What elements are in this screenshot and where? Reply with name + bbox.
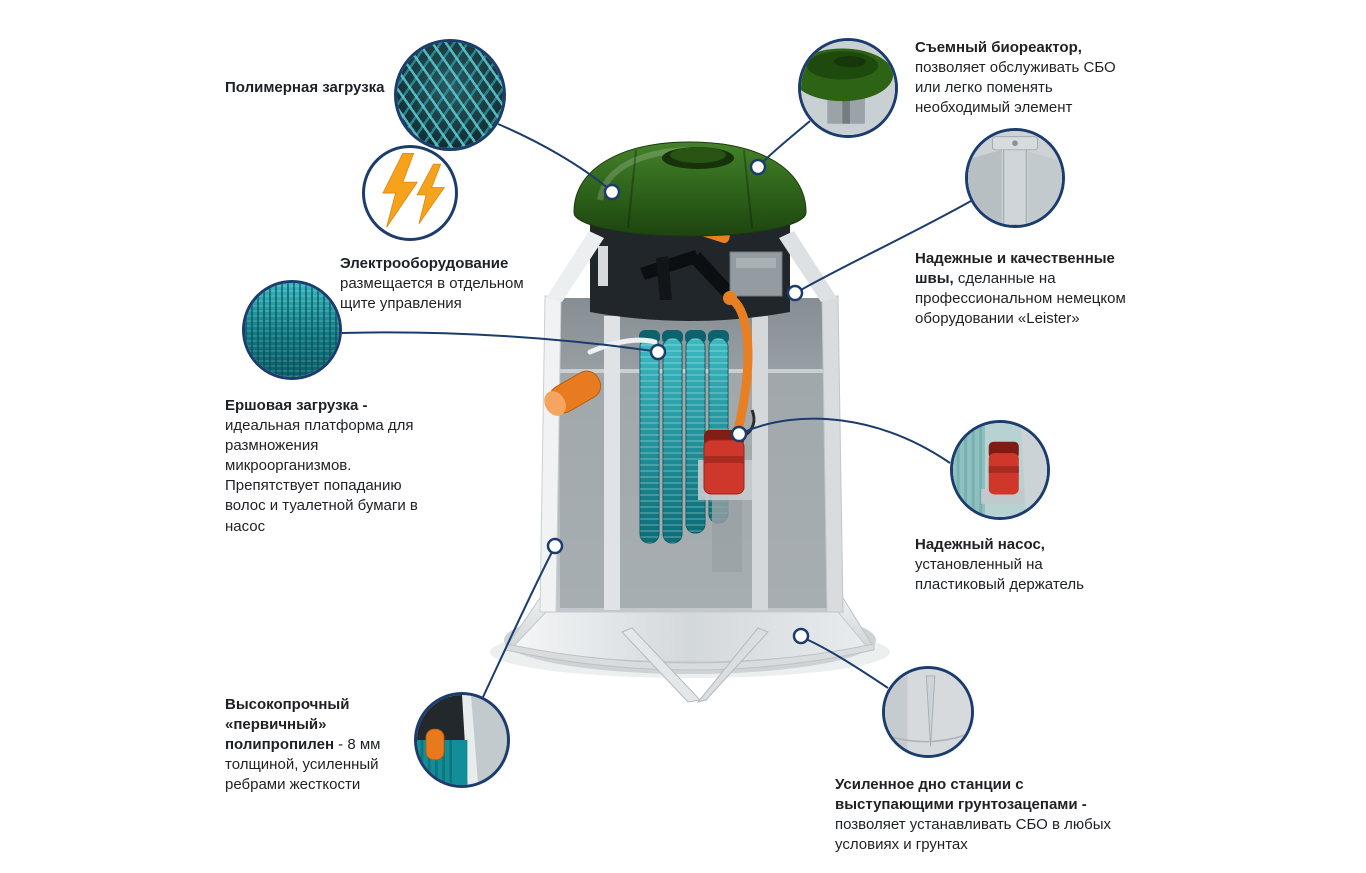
tank-upper-cavity: [590, 216, 790, 321]
label-pump-rest: установленный на пластиковый держатель: [915, 556, 1084, 594]
label-polypropylene: Высокопрочный «первичный» полипропилен -…: [225, 695, 400, 795]
weld-seam-icon: [968, 131, 1062, 225]
brush-media-icon: [245, 283, 339, 377]
reinforced-bottom-icon: [885, 669, 971, 755]
label-seams: Надежные и качественные швы, сделанные н…: [915, 249, 1150, 329]
callout-circle-pump: [950, 420, 1050, 520]
callout-circle-polymer: [394, 39, 506, 151]
lightning-icon: [382, 152, 446, 228]
label-electro-rest: размещается в отдельном щите управления: [340, 275, 524, 313]
callout-circle-ersh: [242, 280, 342, 380]
callout-circle-bottom: [882, 666, 974, 758]
label-polypropylene-bold: Высокопрочный «первичный» полипропилен: [225, 696, 350, 754]
pump: [698, 409, 756, 572]
label-reinforced-bottom-bold: Усиленное дно станции с выступающими гру…: [835, 776, 1087, 814]
label-pump-bold: Надежный насос,: [915, 536, 1045, 553]
polymer-mesh-icon: [397, 42, 503, 148]
inlet-pipe: [544, 370, 602, 416]
callout-circle-polypropylene: [414, 692, 510, 788]
pump-icon: [953, 423, 1047, 517]
bioreactor-lid-icon: [801, 41, 895, 135]
label-polymer-loading: Полимерная загрузка: [225, 78, 445, 98]
label-polymer-loading-bold: Полимерная загрузка: [225, 79, 385, 96]
wall-cross-section-icon: [417, 695, 507, 785]
base-fins: [505, 611, 875, 703]
label-ersh-loading-bold: Ершовая загрузка -: [225, 397, 368, 414]
callout-circle-seams: [965, 128, 1065, 228]
callout-circle-electro: [362, 145, 458, 241]
tank-lid: [573, 141, 807, 237]
label-reinforced-bottom-rest: позволяет устанавливать СБО в любых усло…: [835, 816, 1112, 854]
label-seams-rest: сделанные на профессиональном немецком о…: [915, 270, 1126, 328]
label-polypropylene-rest: - 8 мм толщиной, усиленный ребрами жестк…: [225, 736, 381, 794]
label-bioreactor-rest: позволяет обслуживать СБО или легко поме…: [915, 59, 1116, 117]
connector-lines: [341, 120, 972, 698]
label-ersh-loading: Ершовая загрузка - идеальная платформа д…: [225, 396, 430, 537]
label-pump: Надежный насос, установленный на пластик…: [915, 535, 1120, 595]
label-electro-bold: Электрооборудование: [340, 255, 509, 272]
callout-circle-bioreactor: [798, 38, 898, 138]
label-bioreactor: Съемный биореактор, позволяет обслуживат…: [915, 38, 1135, 118]
label-ersh-loading-rest: идеальная платформа для размножения микр…: [225, 417, 418, 535]
label-bioreactor-bold: Съемный биореактор,: [915, 39, 1082, 56]
label-electro: Электрооборудование размещается в отдель…: [340, 254, 540, 314]
brush-columns: [587, 330, 729, 544]
label-seams-bold: Надежные и качественные швы,: [915, 250, 1115, 288]
label-reinforced-bottom: Усиленное дно станции с выступающими гру…: [835, 775, 1135, 855]
connection-dots: [546, 158, 810, 645]
